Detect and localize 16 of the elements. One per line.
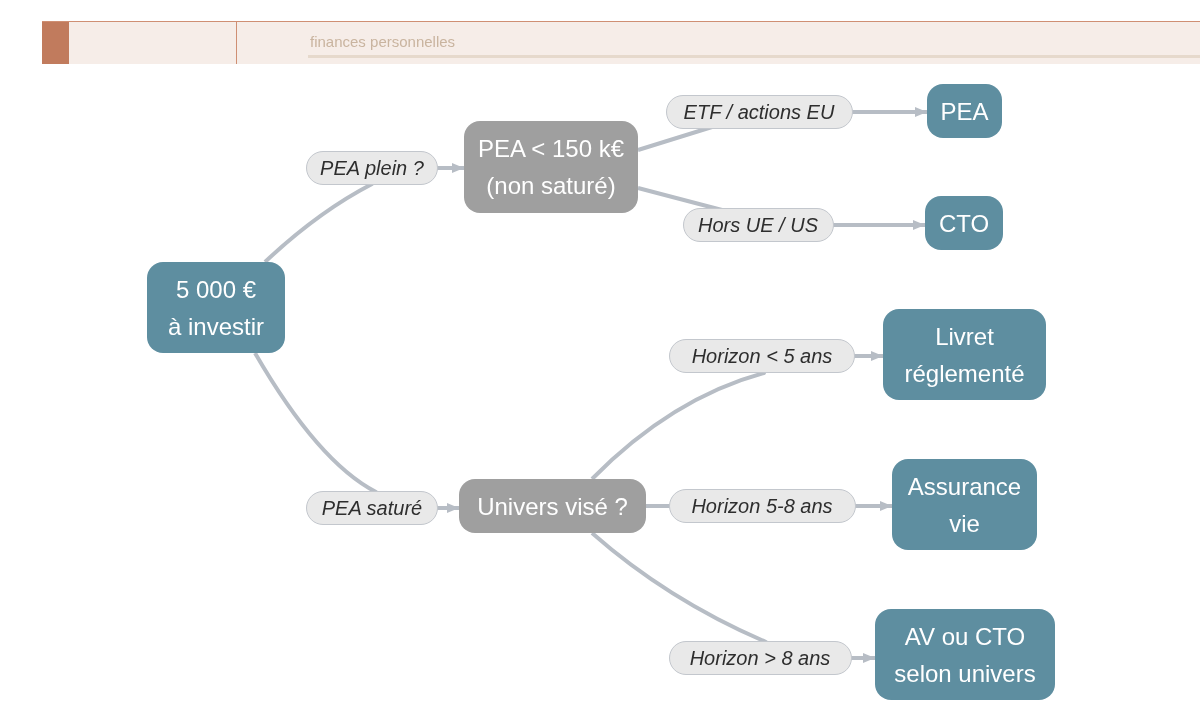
edge-label: ETF / actions EU (665, 95, 853, 129)
process-box: CTO (925, 196, 1003, 250)
edge-label: PEA plein ? (306, 151, 438, 185)
edge-label: PEA saturé (306, 491, 438, 525)
edge-label: Horizon < 5 ans (669, 339, 855, 373)
process-box: 5 000 € à investir (147, 262, 285, 353)
process-box: AV ou CTO selon univers (875, 609, 1055, 700)
decision-box: Univers visé ? (459, 479, 646, 533)
process-box: PEA (927, 84, 1002, 138)
category-text: finances personnelles (310, 33, 456, 51)
edge-label: Hors UE / US (682, 208, 834, 242)
edge-label: Horizon > 8 ans (668, 641, 852, 675)
edge-label: Horizon 5-8 ans (668, 489, 856, 523)
process-box: Livret réglementé (883, 309, 1046, 400)
decision-box: PEA < 150 k€ (non saturé) (464, 121, 638, 213)
process-box: Assurance vie (892, 459, 1037, 550)
